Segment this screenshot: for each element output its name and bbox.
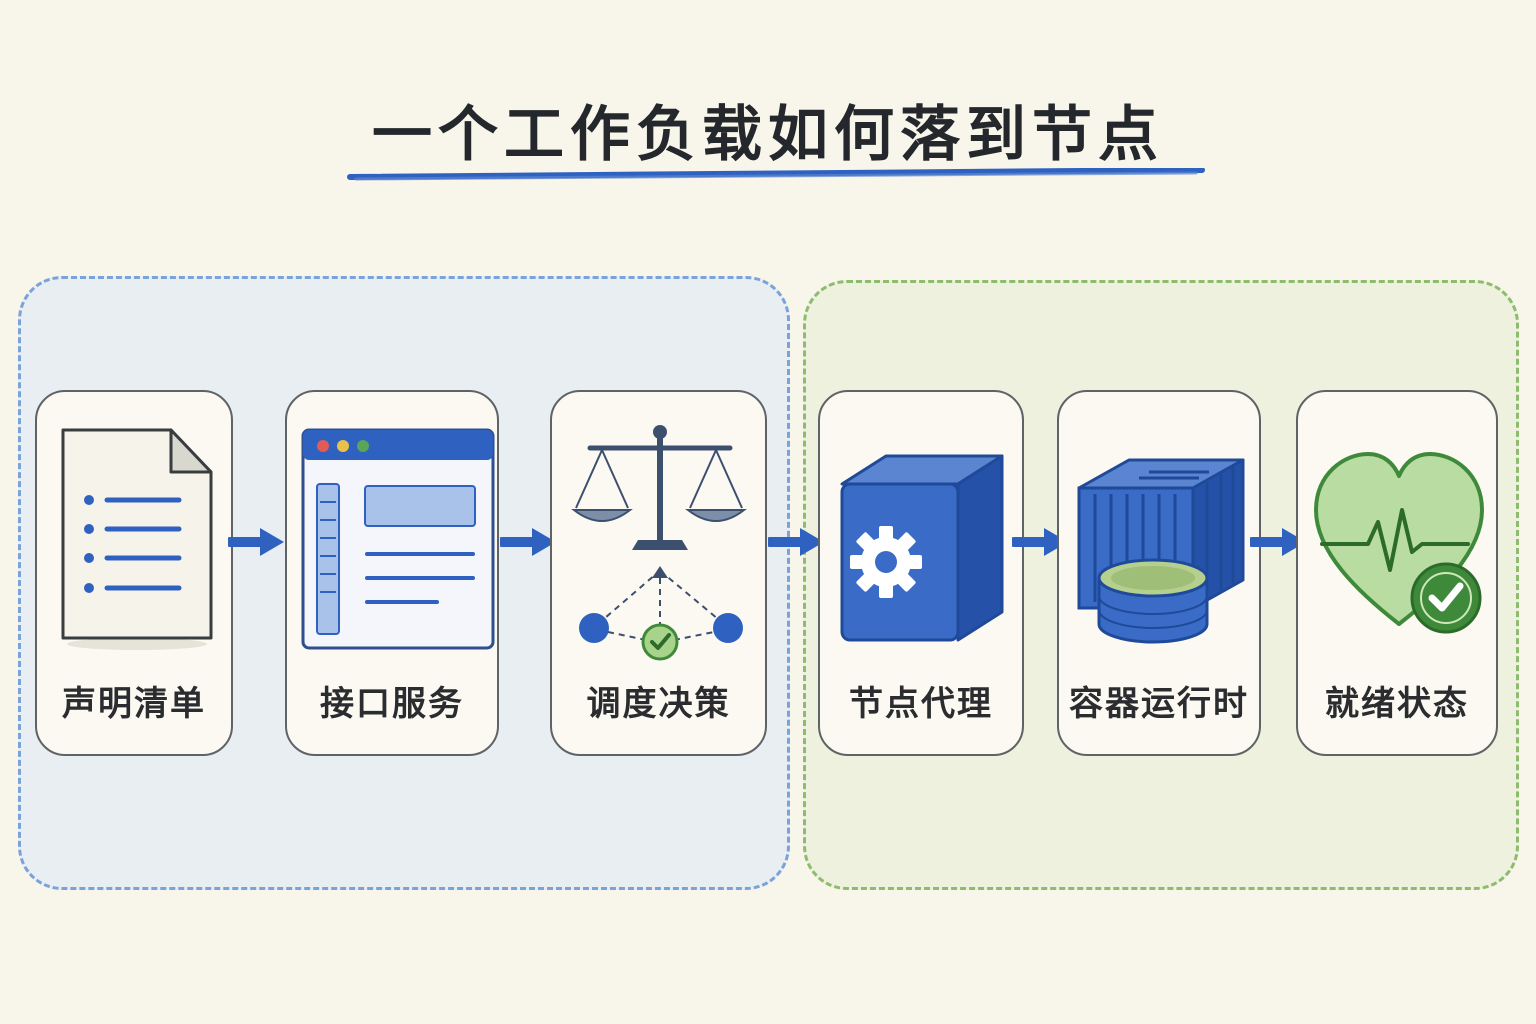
- step-label: 调度决策: [586, 684, 731, 724]
- container-runtime-icon: [1077, 458, 1245, 644]
- diagram-title: 一个工作负载如何落到节点: [372, 100, 1164, 170]
- arrow-right-icon: [1250, 528, 1306, 556]
- step-label: 节点代理: [849, 684, 993, 724]
- api-server-window-icon: [301, 428, 495, 650]
- arrow-right-icon: [500, 528, 556, 556]
- ready-heart-check-icon: [1314, 452, 1484, 634]
- manifest-document-icon: [61, 428, 213, 650]
- step-label: 容器运行时: [1069, 684, 1249, 724]
- step-label: 接口服务: [320, 684, 464, 724]
- arrow-right-icon: [768, 528, 824, 556]
- step-label: 声明清单: [62, 684, 206, 724]
- step-card-scheduler[interactable]: 调度决策: [550, 390, 767, 756]
- step-card-api-server[interactable]: 接口服务: [285, 390, 499, 756]
- step-card-node-agent[interactable]: 节点代理: [818, 390, 1024, 756]
- step-card-manifest[interactable]: 声明清单: [35, 390, 233, 756]
- step-label: 就绪状态: [1325, 684, 1469, 724]
- node-agent-gear-cube-icon: [840, 454, 1004, 642]
- scheduler-scale-icon: [571, 425, 747, 661]
- arrow-right-icon: [228, 528, 284, 556]
- step-card-container-runtime[interactable]: 容器运行时: [1057, 390, 1261, 756]
- step-card-ready-status[interactable]: 就绪状态: [1296, 390, 1498, 756]
- title-underline: [347, 168, 1205, 181]
- arrow-right-icon: [1012, 528, 1068, 556]
